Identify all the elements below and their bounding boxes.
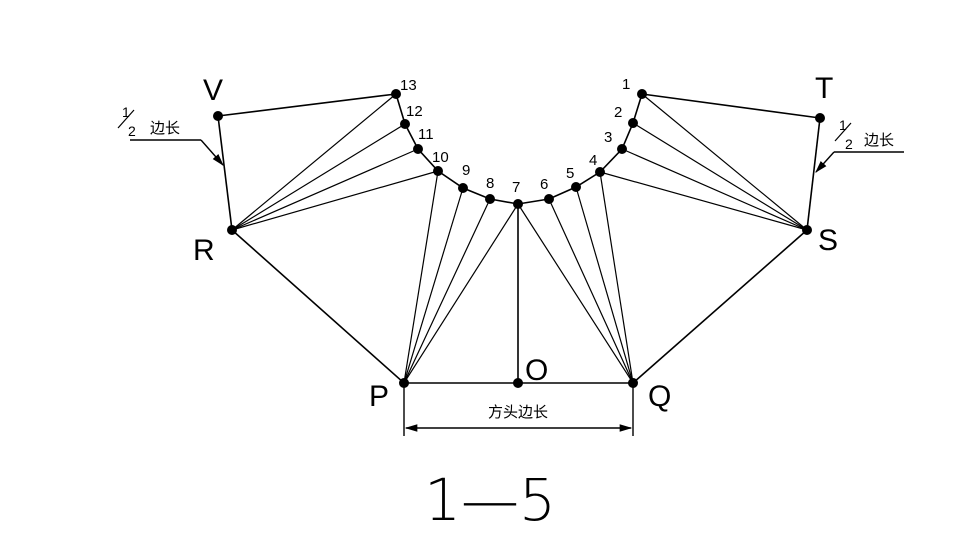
line-S-T	[806, 117, 821, 231]
point-13	[391, 89, 401, 99]
fan-lines-R	[231, 93, 439, 231]
fan-R-11	[231, 148, 419, 231]
label-5: 5	[566, 165, 574, 182]
figure-label: 1—5	[424, 466, 556, 534]
dimension-line	[403, 385, 634, 436]
points	[213, 89, 825, 388]
fan-S-2	[632, 122, 808, 231]
point-V	[213, 111, 223, 121]
point-T	[815, 113, 825, 123]
line-V-13	[217, 93, 397, 117]
label-4: 4	[589, 152, 597, 169]
fan-R-12	[231, 123, 406, 231]
line-T-1	[641, 93, 821, 119]
fan-P-10	[403, 170, 439, 384]
label-P: P	[369, 380, 389, 413]
label-1: 1	[622, 76, 630, 93]
label-9: 9	[462, 162, 470, 179]
label-V: V	[203, 74, 223, 107]
fan-S-3	[621, 148, 808, 231]
half-side-left-denominator: 2	[128, 123, 136, 139]
line-V-R	[217, 115, 233, 231]
dimension-label: 方头边长	[488, 404, 548, 421]
fan-lines-Q	[517, 171, 634, 384]
label-8: 8	[486, 175, 494, 192]
point-3	[617, 144, 627, 154]
point-4	[595, 167, 605, 177]
point-S	[802, 225, 812, 235]
label-7: 7	[512, 179, 520, 196]
label-T: T	[815, 72, 833, 105]
fan-lines-P	[403, 170, 519, 384]
half-side-right-numerator: 1	[839, 117, 847, 133]
fan-R-10	[231, 170, 439, 231]
half-side-right-text: 边长	[864, 132, 894, 149]
line-Q-S	[632, 229, 808, 384]
label-2: 2	[614, 104, 622, 121]
point-Q	[628, 378, 638, 388]
half-side-left: 1 2 边长	[117, 104, 224, 166]
label-3: 3	[604, 129, 612, 146]
half-side-right-leader	[815, 151, 835, 173]
outline-lines	[217, 93, 821, 384]
point-9	[458, 183, 468, 193]
label-O: O	[525, 354, 548, 387]
fan-P-7	[403, 203, 519, 384]
label-10: 10	[432, 149, 449, 166]
fan-Q-7	[517, 203, 634, 384]
half-side-right-denominator: 2	[845, 136, 853, 152]
point-11	[413, 144, 423, 154]
fan-lines-S	[599, 93, 808, 231]
label-Q: Q	[648, 380, 671, 413]
point-1	[637, 89, 647, 99]
point-5	[571, 182, 581, 192]
point-7	[513, 199, 523, 209]
label-6: 6	[540, 176, 548, 193]
half-side-left-fraction-bar	[117, 109, 135, 129]
label-13: 13	[400, 77, 417, 94]
label-11: 11	[418, 126, 434, 143]
label-R: R	[193, 234, 215, 267]
fan-Q-4	[599, 171, 634, 384]
half-side-left-leader	[200, 139, 224, 166]
point-10	[433, 166, 443, 176]
fan-P-8	[403, 198, 491, 384]
fan-S-1	[641, 93, 808, 231]
half-side-right-fraction-bar	[834, 122, 852, 142]
fan-S-4	[599, 171, 808, 231]
fan-P-9	[403, 187, 464, 384]
half-side-left-numerator: 1	[122, 104, 130, 120]
point-8	[485, 194, 495, 204]
fan-Q-6	[548, 198, 634, 384]
point-2	[628, 118, 638, 128]
line-R-P	[231, 229, 405, 384]
point-P	[399, 378, 409, 388]
label-12: 12	[406, 103, 423, 120]
half-side-right: 1 2 边长	[815, 117, 904, 173]
half-side-left-text: 边长	[150, 120, 180, 137]
point-12	[400, 119, 410, 129]
label-S: S	[818, 224, 838, 257]
point-6	[544, 194, 554, 204]
fan-R-13	[231, 93, 397, 231]
point-O	[513, 378, 523, 388]
fan-Q-5	[575, 186, 634, 384]
point-R	[227, 225, 237, 235]
